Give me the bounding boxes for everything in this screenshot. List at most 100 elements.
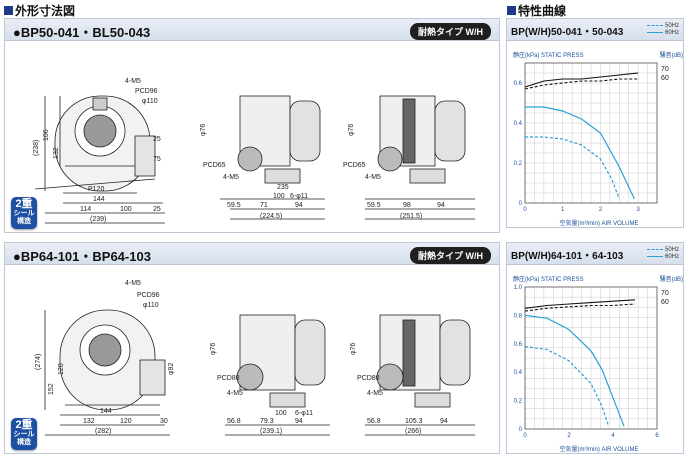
dim-label: (282) [95, 428, 111, 435]
dim-label: 120 [58, 363, 65, 375]
characteristics-heading: 特性曲線 [507, 2, 566, 19]
dim-label: 94 [295, 202, 303, 209]
dim-label: 98 [403, 202, 411, 209]
noise-tick-label: 70 [661, 66, 669, 73]
legend-50hz: 50Hz [646, 246, 679, 253]
dim-label: φ110 [143, 302, 159, 309]
top-chart-title: BP(W/H)50-041・50-043 [511, 27, 624, 38]
dim-label: PCD65 [203, 162, 226, 169]
top-model-title: ●BP50-041・BL50-043 [13, 25, 151, 40]
dim-label: 94 [295, 418, 303, 425]
legend-dash-icon [646, 25, 663, 26]
dim-label: φ110 [142, 98, 158, 105]
dim-label: 106 [43, 129, 50, 141]
legend-solid-icon [646, 32, 663, 33]
bottom-heat-badge: 耐熱タイプ W/H [410, 247, 491, 264]
dim-label: (266) [405, 428, 421, 435]
pressure-curve-60Hz [525, 106, 635, 200]
legend-dash-icon [646, 249, 663, 250]
dim-label: 56.8 [367, 418, 381, 425]
dim-label: PCD80 [217, 375, 240, 382]
dim-label: φ76 [348, 124, 355, 136]
dim-label: (239) [90, 216, 106, 223]
x-tick-label: 4 [611, 433, 615, 439]
dim-label: P120 [88, 186, 104, 193]
y-tick-label: 0.4 [514, 121, 523, 127]
dual-seal-line2: シール [13, 210, 35, 217]
dim-label: PCD65 [343, 162, 366, 169]
top-panel-header: ●BP50-041・BL50-043 耐熱タイプ W/H [5, 19, 499, 41]
dim-label: 94 [440, 418, 448, 425]
dim-label: 144 [100, 408, 112, 415]
top-dual-seal-badge: 2重 シール 構造 [11, 197, 37, 229]
y-tick-label: 1.0 [514, 285, 523, 291]
characteristics-heading-text: 特性曲線 [518, 4, 567, 18]
dual-seal-line1: 2重 [15, 419, 33, 431]
legend-50hz: 50Hz [646, 22, 679, 29]
dual-seal-line1: 2重 [15, 198, 33, 210]
dim-label: φ76 [200, 124, 207, 136]
bottom-drawings: 4-M5 PCD96 φ110 (274) 152 120 132 144 12… [35, 280, 475, 436]
heading-square-icon [4, 6, 13, 15]
dim-label: 25 [153, 136, 161, 143]
dim-label: 100 [275, 410, 287, 417]
dim-label: 114 [80, 206, 91, 213]
dim-label: (224.5) [260, 213, 282, 220]
dim-label: 94 [437, 202, 445, 209]
legend-60hz-label: 60Hz [664, 253, 679, 260]
dim-label: 152 [48, 383, 55, 395]
noise-tick-label: 60 [661, 75, 669, 82]
y-axis-label: 静圧(kPa) STATIC PRESS [513, 275, 583, 283]
legend-50hz-label: 50Hz [664, 246, 679, 253]
dim-label: 25 [153, 206, 161, 213]
y-tick-label: 0.6 [514, 81, 523, 87]
dim-label: 4-M5 [223, 174, 239, 181]
dim-label: 56.8 [227, 418, 241, 425]
dim-label: PCD96 [135, 88, 158, 95]
dim-label: 59.5 [227, 202, 241, 209]
dim-label: (239.1) [260, 428, 282, 435]
bottom-dual-seal-badge: 2重 シール 構造 [11, 418, 37, 450]
dimensions-heading: 外形寸法図 [4, 2, 75, 19]
x-tick-label: 6 [655, 433, 659, 439]
bottom-chart-legend: 50Hz 60Hz [646, 246, 679, 260]
y-tick-label: 0 [519, 427, 523, 433]
dim-label: 4-M5 [125, 78, 141, 85]
bottom-chart-title: BP(W/H)64-101・64-103 [511, 251, 624, 262]
noise-axis-label: 騒音(dB) [660, 51, 683, 59]
y-tick-label: 0.2 [514, 399, 523, 405]
dim-label: φ76 [210, 343, 217, 355]
bottom-panel-header: ●BP64-101・BP64-103 耐熱タイプ W/H [5, 243, 499, 265]
y-tick-label: 0.2 [514, 161, 523, 167]
noise-curve-50Hz [524, 303, 636, 312]
legend-50hz-label: 50Hz [664, 22, 679, 29]
noise-axis-label: 騒音(dB) [660, 275, 683, 283]
x-tick-label: 0 [523, 207, 527, 213]
dual-seal-line3: 構造 [17, 439, 31, 446]
noise-curve-60Hz [524, 72, 639, 88]
top-chart-panel: BP(W/H)50-041・50-043 50Hz 60Hz 静圧(kPa) S… [506, 18, 684, 228]
plot-frame [524, 62, 658, 204]
dim-label: 105.3 [405, 418, 423, 425]
x-tick-label: 3 [636, 207, 640, 213]
dim-label: (274) [35, 354, 42, 370]
dim-label: 132 [53, 147, 60, 159]
x-tick-label: 0 [523, 433, 527, 439]
y-axis-label: 静圧(kPa) STATIC PRESS [513, 51, 583, 59]
dim-label: 71 [260, 202, 268, 209]
dim-label: 100 [273, 193, 285, 200]
dim-label: 100 [120, 206, 132, 213]
dimensions-heading-text: 外形寸法図 [15, 4, 76, 18]
dim-label: 235 [277, 184, 289, 191]
dim-label: 6-φ11 [290, 193, 308, 200]
top-chart-header: BP(W/H)50-041・50-043 50Hz 60Hz [507, 19, 683, 41]
top-heat-badge: 耐熱タイプ W/H [410, 23, 491, 40]
dim-label: 30 [160, 418, 168, 425]
dim-label: 144 [93, 196, 105, 203]
dim-label: φ92 [168, 363, 175, 375]
dim-label: 6-φ11 [295, 410, 313, 417]
dual-seal-line2: シール [13, 431, 35, 438]
top-drawings: 4-M5 PCD96 φ110 106 (238) 132 P120 144 1… [33, 78, 475, 224]
